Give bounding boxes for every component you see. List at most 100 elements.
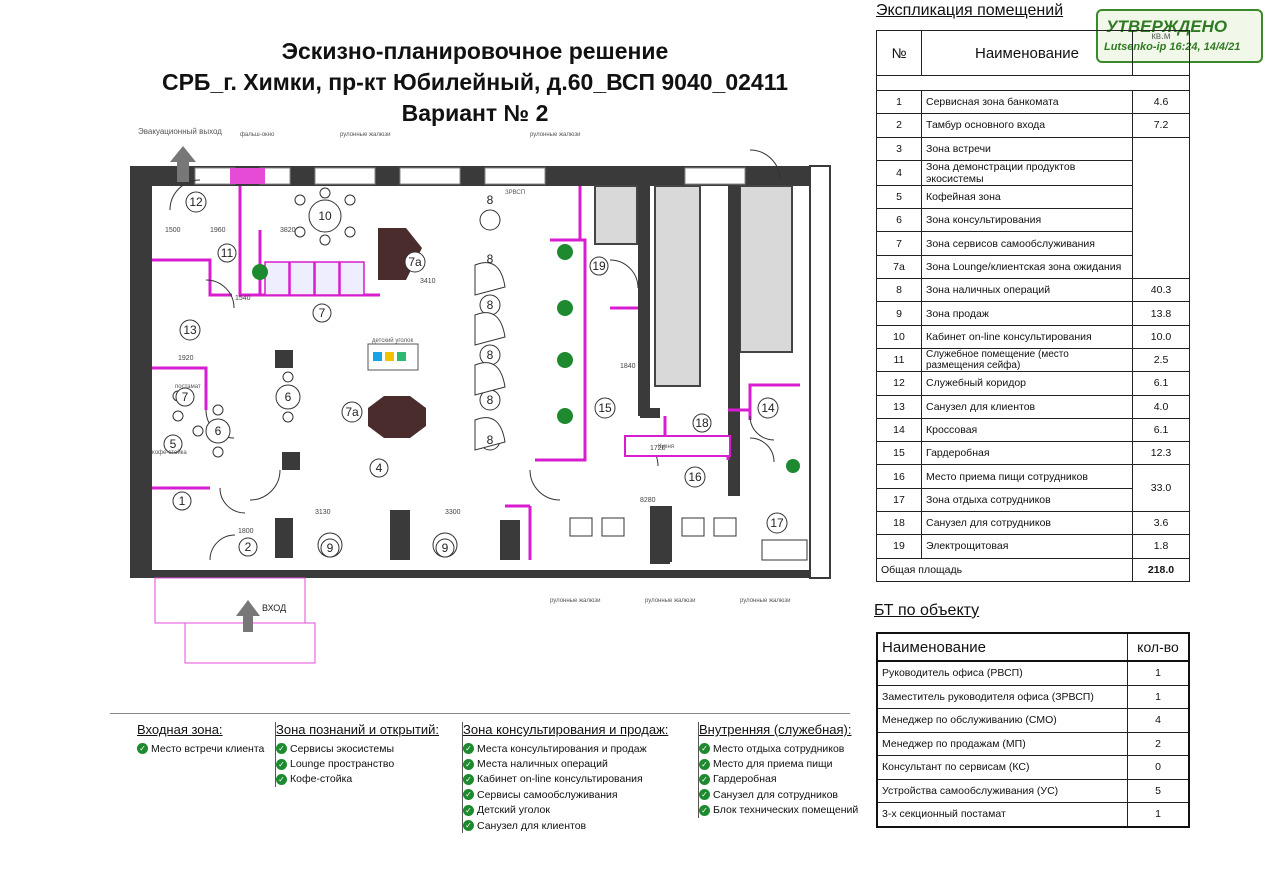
legend-item: ✓Сервисы самообслуживания <box>463 787 668 802</box>
floor-plan: 1 2 4 5 66 7 7 7а 7а 888 888 9 9 10 11 1… <box>130 127 831 664</box>
check-icon: ✓ <box>699 773 710 785</box>
check-icon: ✓ <box>463 804 474 816</box>
technical-block <box>594 185 793 387</box>
room-numbers: 1 2 4 5 66 7 7 7а 7а 888 888 9 9 10 11 1… <box>163 191 788 558</box>
legend-item: ✓Сервисы экосистемы <box>276 741 439 756</box>
explication-heading: Экспликация помещений <box>876 2 1064 19</box>
room-name: Электрощитовая <box>921 534 1133 559</box>
svg-text:9: 9 <box>327 541 334 555</box>
room-area: 4.6 <box>1132 89 1190 115</box>
bt-col-qty: кол-во <box>1127 632 1190 662</box>
evac-label: Эвакуационный выход <box>138 127 222 136</box>
entrance-platform <box>154 577 316 664</box>
bt-qty: 0 <box>1127 755 1190 780</box>
bt-qty: 2 <box>1127 731 1190 756</box>
bt-name: Устройства самообслуживания (УС) <box>876 778 1128 803</box>
bt-heading: БТ по объекту <box>874 602 980 619</box>
legend-item: ✓Места наличных операций <box>463 756 668 771</box>
svg-text:7: 7 <box>182 390 189 404</box>
room-area: 13.8 <box>1132 301 1190 326</box>
room-no: 2 <box>876 113 922 138</box>
bt-qty: 4 <box>1127 708 1190 733</box>
outer-walls <box>130 165 831 579</box>
total-value: 218.0 <box>1132 557 1190 582</box>
blinds-label-1: рулонные жалюзи <box>340 132 390 138</box>
room-name: Кофейная зона <box>921 184 1133 210</box>
col-no: № <box>876 30 922 76</box>
entrance-arrow <box>236 600 260 632</box>
legend-group: Входная зона:✓Место встречи клиента <box>137 722 264 756</box>
svg-text:5: 5 <box>170 437 177 451</box>
svg-text:3130: 3130 <box>315 509 331 516</box>
room-no: 7 <box>876 231 922 256</box>
room-name: Санузел для клиентов <box>921 394 1133 419</box>
total-row: Общая площадь 218.0 <box>876 557 1190 582</box>
check-icon: ✓ <box>463 758 474 770</box>
legend-divider <box>110 713 850 714</box>
svg-text:10: 10 <box>318 209 332 223</box>
svg-text:17: 17 <box>770 516 784 530</box>
legend-item-label: Сервисы экосистемы <box>290 742 394 755</box>
room-no: 16 <box>876 464 922 489</box>
svg-text:8: 8 <box>487 348 494 362</box>
check-icon: ✓ <box>699 789 710 801</box>
svg-text:3300: 3300 <box>445 509 461 516</box>
check-icon: ✓ <box>276 773 287 785</box>
check-icon: ✓ <box>699 804 710 816</box>
kitchen-label: Кухня <box>658 444 674 450</box>
bt-row: Менеджер по продажам (МП)2 <box>876 731 1190 756</box>
legend-item: ✓Санузел для клиентов <box>463 818 668 833</box>
room-area: 40.3 <box>1132 278 1190 303</box>
legend-item-label: Детский уголок <box>477 804 550 817</box>
room-name: Зона консультирования <box>921 208 1133 233</box>
room-no: 7а <box>876 254 922 280</box>
svg-text:8280: 8280 <box>640 497 656 504</box>
svg-text:1540: 1540 <box>235 295 251 302</box>
room-name: Кабинет on-line консультирования <box>921 324 1133 349</box>
room-no: 17 <box>876 487 922 513</box>
plants <box>252 244 800 473</box>
svg-text:1920: 1920 <box>178 355 194 362</box>
svg-text:7а: 7а <box>408 255 422 269</box>
room-name: Место приема пищи сотрудников <box>921 464 1133 489</box>
false-window <box>230 168 265 184</box>
legend-item: ✓Кофе-стойка <box>276 772 439 787</box>
bt-name: Менеджер по обслуживанию (СМО) <box>876 708 1128 733</box>
svg-text:16: 16 <box>688 470 702 484</box>
room-no: 12 <box>876 371 922 396</box>
kids-label: детский уголок <box>372 337 413 344</box>
svg-text:1: 1 <box>179 494 186 508</box>
svg-text:1800: 1800 <box>238 528 254 535</box>
legend-item-label: Места наличных операций <box>477 758 608 771</box>
svg-text:9: 9 <box>442 541 449 555</box>
room-name: Зона сервисов самообслуживания <box>921 231 1133 256</box>
blinds-label-3: рулонные жалюзи <box>550 598 600 604</box>
room-no: 5 <box>876 184 922 210</box>
title-line-2: СРБ_г. Химки, пр-кт Юбилейный, д.60_ВСП … <box>161 69 789 95</box>
legend-item-label: Сервисы самообслуживания <box>477 788 618 801</box>
check-icon: ✓ <box>463 743 474 755</box>
legend-group-title: Зона консультирования и продаж: <box>463 722 669 737</box>
check-icon: ✓ <box>463 820 474 832</box>
room-name: Служебное помещение (место размещения се… <box>921 347 1133 373</box>
col-name: Наименование <box>921 30 1133 76</box>
title-line-1: Эскизно-планировочное решение <box>281 38 669 64</box>
legend-item: ✓Место отдыха сотрудников <box>699 741 858 756</box>
check-icon: ✓ <box>463 789 474 801</box>
svg-text:19: 19 <box>592 259 606 273</box>
legend-item: ✓Блок технических помещений <box>699 803 858 818</box>
room-name: Зона демонстрации продуктов экосистемы <box>921 159 1133 186</box>
room-no: 18 <box>876 511 922 536</box>
legend-item: ✓Lounge пространство <box>276 756 439 771</box>
legend-item-label: Место для приема пищи <box>713 758 833 771</box>
legend-item-label: Гардеробная <box>713 773 777 786</box>
legend-item-label: Санузел для клиентов <box>477 819 587 832</box>
zrvsp-label: ЗРВСП <box>505 190 525 196</box>
bt-qty: 5 <box>1127 778 1190 803</box>
